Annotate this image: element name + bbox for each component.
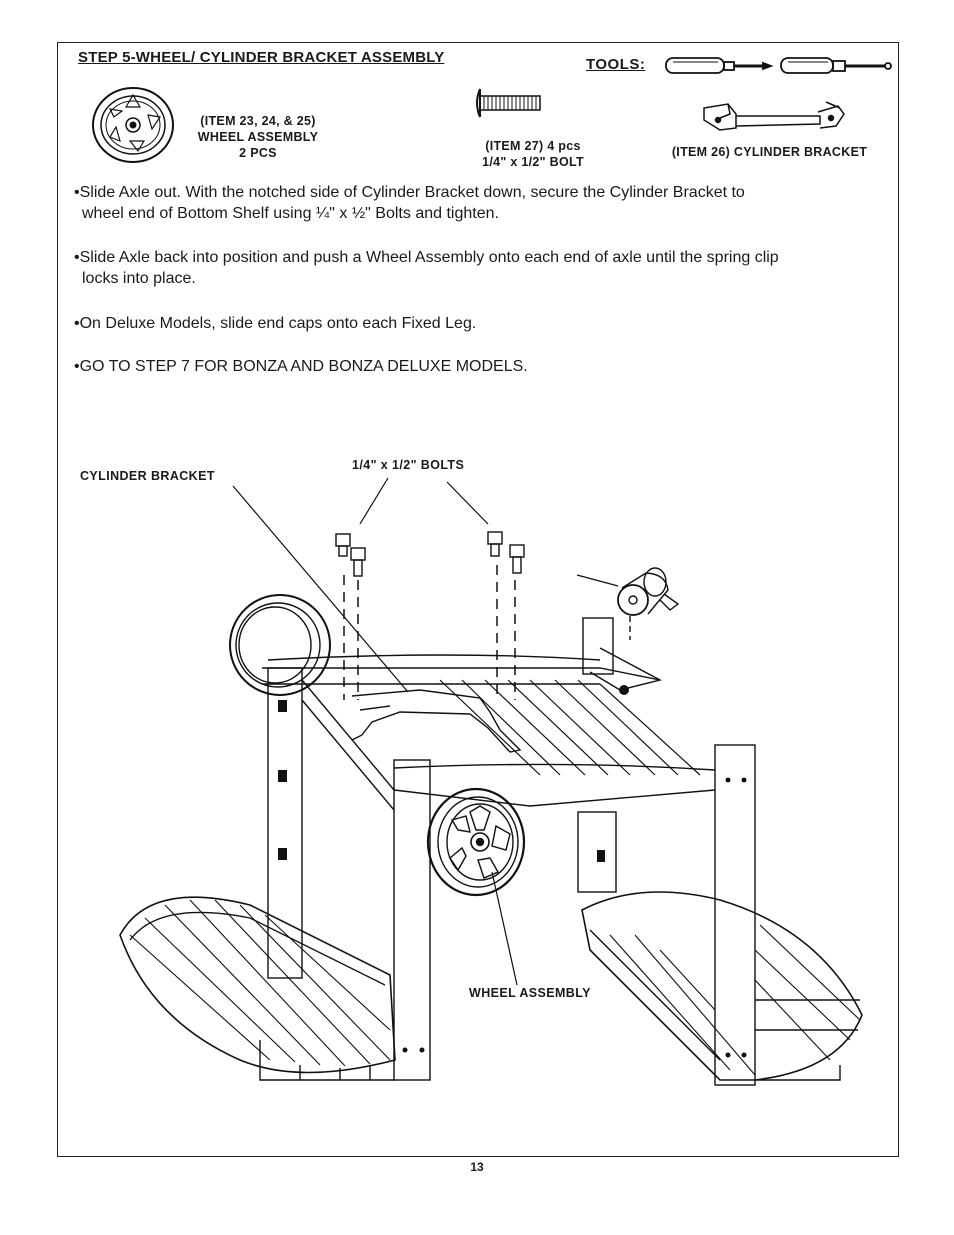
- tools-label: TOOLS:: [586, 56, 646, 73]
- regulator-icon: [576, 567, 680, 640]
- wheel-caption-qty: 2 PCS: [239, 146, 277, 160]
- back-wheel-icon: [229, 594, 331, 696]
- instruction-1: •Slide Axle out. With the notched side o…: [74, 182, 894, 224]
- instruction-2-line1: •Slide Axle back into position and push …: [74, 249, 779, 266]
- instruction-2: •Slide Axle back into position and push …: [74, 247, 894, 289]
- label-wheel-assembly: WHEEL ASSEMBLY: [469, 986, 591, 1000]
- page-frame: [57, 42, 899, 1157]
- bolt-caption-qty: (ITEM 27) 4 pcs: [485, 139, 581, 153]
- label-bolts: 1/4" x 1/2" BOLTS: [352, 458, 465, 472]
- instruction-3: •On Deluxe Models, slide end caps onto e…: [74, 313, 894, 334]
- wheel-caption-items: (ITEM 23, 24, & 25): [200, 114, 316, 128]
- instruction-4: •GO TO STEP 7 FOR BONZA AND BONZA DELUXE…: [74, 356, 894, 377]
- cylinder-bracket-part-caption: (ITEM 26) CYLINDER BRACKET: [652, 144, 887, 160]
- instruction-1-line1: •Slide Axle out. With the notched side o…: [74, 184, 745, 201]
- cylinder-bracket-part-icon: [703, 101, 845, 131]
- wheel-part-caption: (ITEM 23, 24, & 25) WHEEL ASSEMBLY 2 PCS: [183, 113, 333, 161]
- instruction-2-line2: locks into place.: [82, 270, 196, 287]
- wheel-caption-name: WHEEL ASSEMBLY: [197, 130, 319, 144]
- step-title: STEP 5-WHEEL/ CYLINDER BRACKET ASSEMBLY: [78, 49, 445, 66]
- front-wheel-icon: [426, 787, 526, 897]
- bolt-part-caption: (ITEM 27) 4 pcs 1/4" x 1/2" BOLT: [458, 138, 608, 170]
- screwdriver-icon: [665, 57, 774, 74]
- left-side-shelf: [119, 896, 396, 1081]
- page-number: 13: [470, 1160, 484, 1174]
- right-side-shelf: [581, 891, 863, 1081]
- bolt-icon: [335, 531, 525, 577]
- instruction-3-line1: •On Deluxe Models, slide end caps onto e…: [74, 315, 477, 332]
- bracket-caption: (ITEM 26) CYLINDER BRACKET: [671, 145, 868, 159]
- bolt-caption-size: 1/4" x 1/2" BOLT: [482, 155, 584, 169]
- wheel-part-icon: [92, 87, 174, 163]
- screwdriver-icons: [665, 57, 892, 74]
- instruction-4-line1: •GO TO STEP 7 FOR BONZA AND BONZA DELUXE…: [74, 358, 528, 375]
- screwdriver-phillips-icon: [780, 57, 892, 74]
- bolt-part-icon: [476, 88, 541, 118]
- label-cylinder-bracket: CYLINDER BRACKET: [80, 469, 215, 483]
- instruction-1-line2: wheel end of Bottom Shelf using ¼" x ½" …: [82, 205, 499, 222]
